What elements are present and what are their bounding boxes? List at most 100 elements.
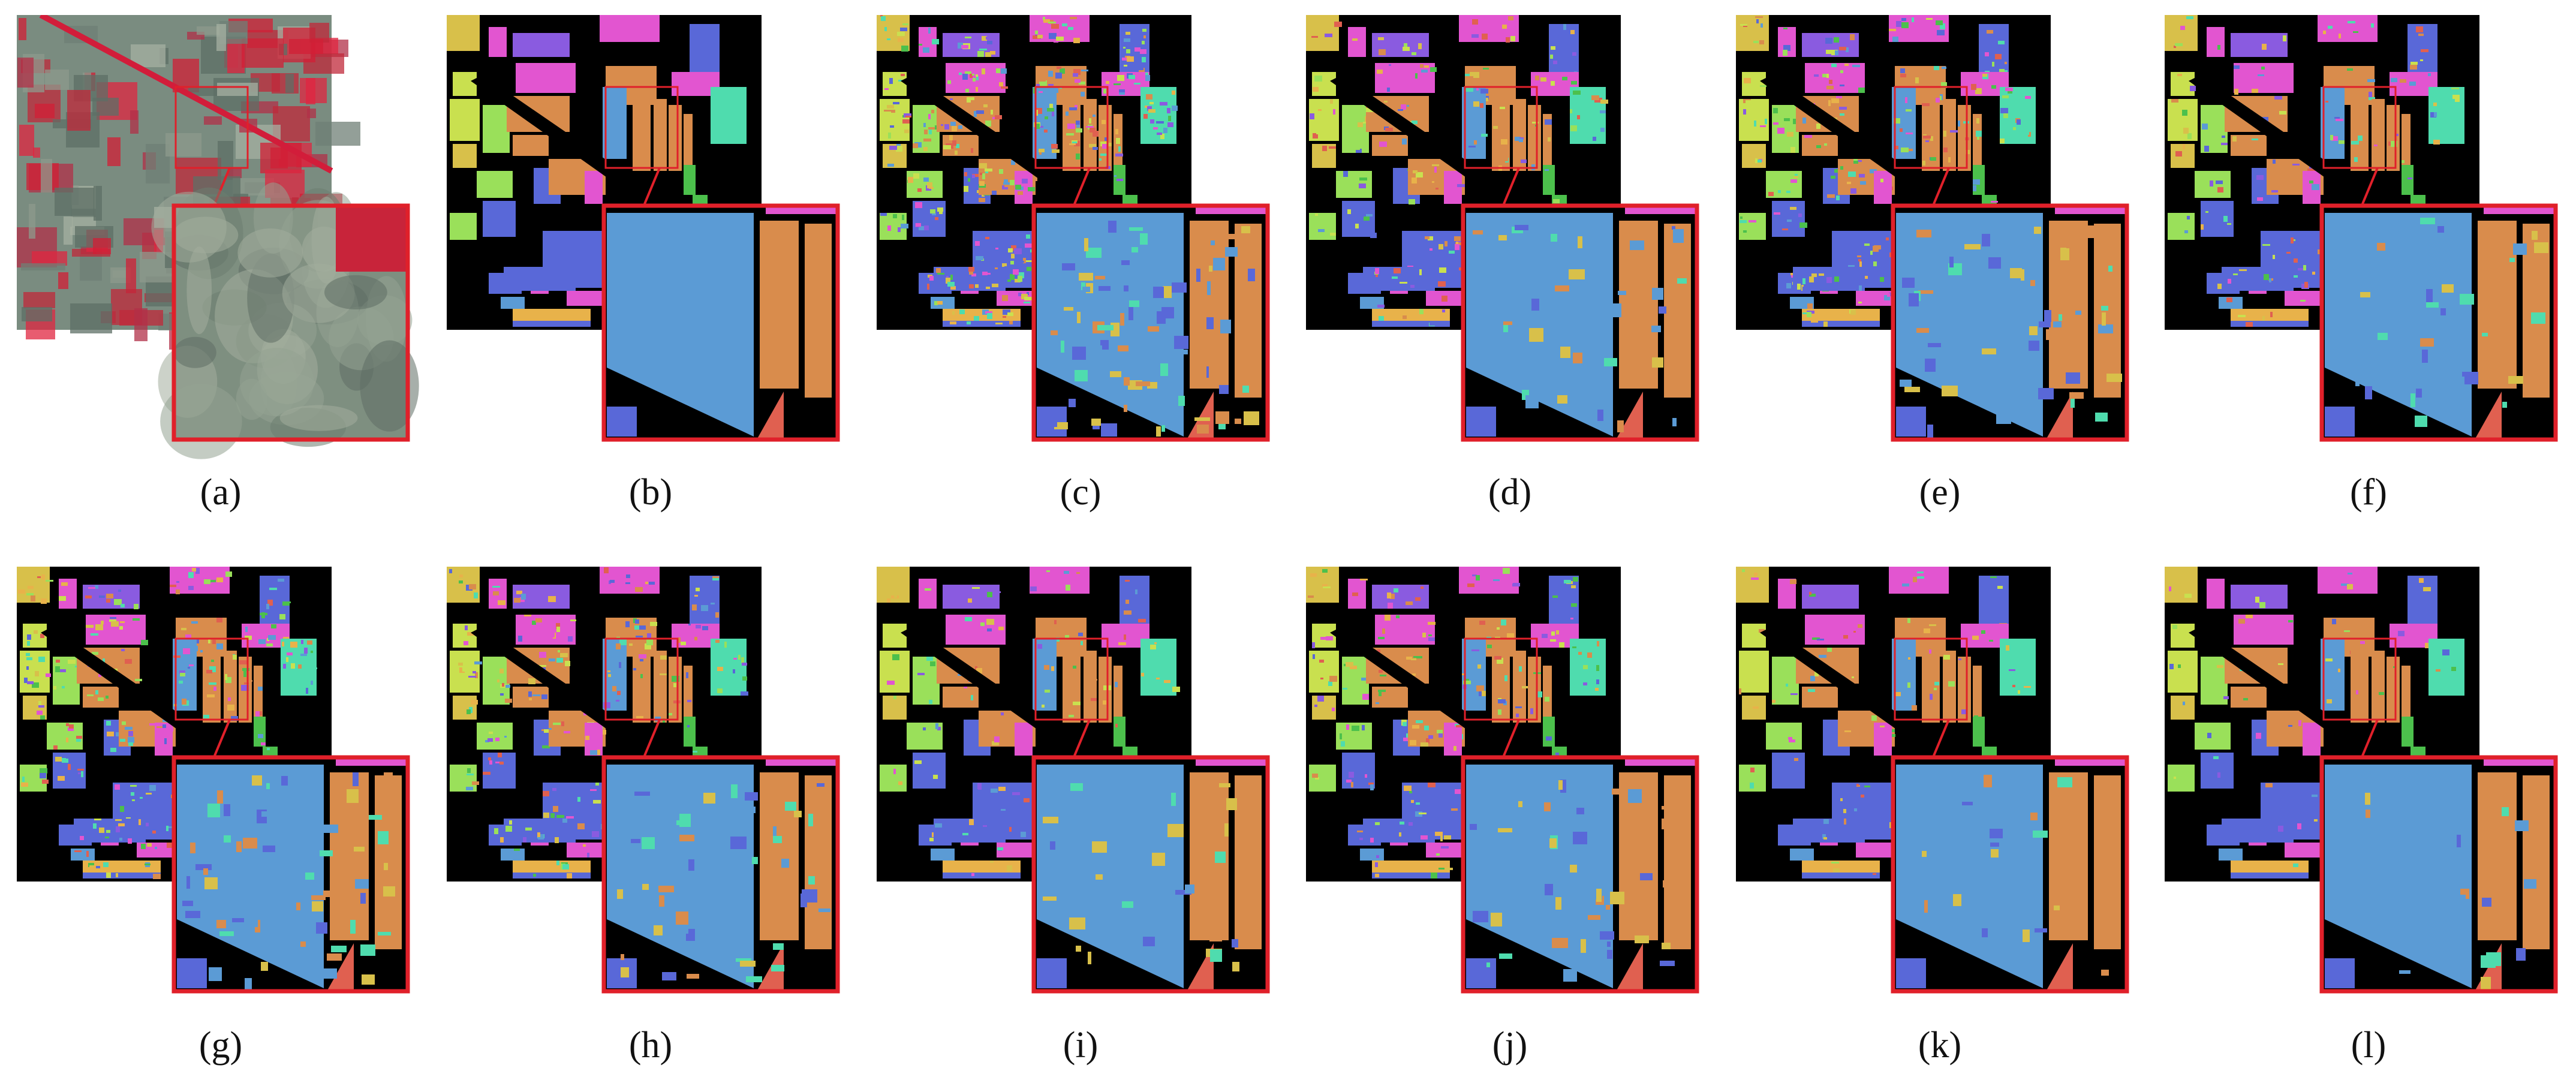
- misclassified-pixel: [983, 104, 988, 107]
- misclassified-pixel: [543, 813, 549, 818]
- misclassified-pixel: [1328, 681, 1332, 686]
- misclassified-pixel: [1473, 101, 1479, 107]
- misclassified-pixel: [982, 36, 987, 41]
- misclassified-pixel: [975, 284, 979, 288]
- field-patch: [270, 148, 288, 169]
- misclassified-pixel: [2262, 44, 2267, 50]
- misclassified-pixel: [1864, 786, 1870, 787]
- misclassified-pixel: [556, 815, 564, 818]
- misclassified-pixel: [967, 97, 974, 103]
- misclassified-pixel: [1001, 712, 1004, 715]
- misclassified-pixel: [712, 576, 719, 578]
- misclassified-pixel: [1754, 573, 1758, 576]
- misclassified-pixel: [1470, 824, 1477, 830]
- misclassified-pixel: [976, 74, 978, 77]
- misclassified-pixel: [608, 674, 611, 677]
- misclassified-pixel: [1871, 715, 1877, 721]
- misclassified-pixel: [196, 638, 199, 643]
- misclassified-pixel: [539, 652, 546, 658]
- misclassified-pixel: [449, 569, 452, 573]
- misclassified-pixel: [2078, 225, 2094, 238]
- misclassified-pixel: [1916, 230, 1931, 237]
- misclassified-pixel: [110, 698, 112, 700]
- misclassified-pixel: [1560, 347, 1570, 358]
- misclassified-pixel: [213, 687, 216, 691]
- misclassified-pixel: [1519, 666, 1522, 672]
- misclassified-pixel: [32, 682, 39, 688]
- misclassified-pixel: [1014, 248, 1022, 254]
- misclassified-pixel: [1909, 293, 1919, 306]
- misclassified-pixel: [509, 820, 512, 825]
- misclassified-pixel: [1378, 37, 1384, 40]
- misclassified-pixel: [1550, 55, 1553, 59]
- misclassified-pixel: [1930, 136, 1933, 141]
- misclassified-pixel: [2010, 268, 2022, 278]
- misclassified-pixel: [1521, 160, 1527, 163]
- inset-class-region: [760, 772, 799, 940]
- class-region: [1444, 723, 1462, 756]
- misclassified-pixel: [1503, 568, 1510, 574]
- zoom-source-box: [2322, 637, 2397, 721]
- misclassified-pixel: [467, 768, 471, 773]
- misclassified-pixel: [1982, 234, 1990, 246]
- misclassified-pixel: [969, 284, 974, 288]
- misclassified-pixel: [176, 581, 179, 583]
- misclassified-pixel: [216, 577, 223, 582]
- misclassified-pixel: [2217, 45, 2220, 50]
- misclassified-pixel: [1359, 838, 1364, 840]
- inset-class-region: [757, 943, 784, 991]
- misclassified-pixel: [1145, 106, 1148, 108]
- misclassified-pixel: [1035, 31, 1038, 34]
- misclassified-pixel: [1042, 705, 1045, 708]
- misclassified-pixel: [1917, 571, 1924, 573]
- misclassified-pixel: [1406, 657, 1412, 660]
- misclassified-pixel: [1430, 67, 1437, 72]
- misclassified-pixel: [1928, 343, 1941, 347]
- misclassified-pixel: [1316, 133, 1324, 134]
- misclassified-pixel: [1209, 266, 1212, 272]
- misclassified-pixel: [884, 110, 891, 112]
- zoom-source-box: [174, 86, 249, 169]
- class-region: [711, 87, 747, 144]
- misclassified-pixel: [1545, 697, 1549, 702]
- misclassified-pixel: [1635, 935, 1649, 943]
- misclassified-pixel: [1377, 70, 1383, 74]
- misclassified-pixel: [2228, 279, 2231, 284]
- misclassified-pixel: [1572, 52, 1576, 56]
- inset-frame: [2319, 755, 2558, 994]
- misclassified-pixel: [818, 908, 830, 912]
- misclassified-pixel: [1174, 336, 1188, 349]
- class-region: [2402, 165, 2414, 195]
- class-region: [513, 33, 570, 57]
- misclassified-pixel: [1398, 109, 1403, 111]
- misclassified-pixel: [78, 772, 81, 774]
- class-region: [1739, 651, 1769, 693]
- zoom-source-box: [1464, 86, 1538, 169]
- misclassified-pixel: [1783, 50, 1787, 56]
- misclassified-pixel: [2398, 905, 2412, 910]
- misclassified-pixel: [2238, 315, 2246, 317]
- misclassified-pixel: [929, 838, 935, 841]
- misclassified-pixel: [1861, 795, 1864, 798]
- misclassified-pixel: [2013, 127, 2016, 130]
- misclassified-pixel: [1379, 49, 1386, 55]
- misclassified-pixel: [1992, 62, 1994, 67]
- road-mask: [471, 75, 627, 183]
- misclassified-pixel: [1359, 183, 1366, 188]
- misclassified-pixel: [1846, 47, 1849, 52]
- misclassified-pixel: [2059, 314, 2062, 321]
- classification-map: [1736, 15, 2129, 442]
- misclassified-pixel: [2255, 597, 2259, 603]
- misclassified-pixel: [514, 598, 520, 603]
- misclassified-pixel: [1465, 87, 1473, 92]
- class-region: [1372, 321, 1450, 327]
- misclassified-pixel: [86, 625, 94, 628]
- inset-class-region: [2325, 958, 2355, 988]
- misclassified-pixel: [1149, 102, 1154, 104]
- misclassified-pixel: [1907, 149, 1913, 151]
- misclassified-pixel: [1883, 174, 1891, 177]
- misclassified-pixel: [985, 121, 991, 127]
- misclassified-pixel: [1445, 241, 1448, 246]
- misclassified-pixel: [1378, 690, 1386, 692]
- misclassified-pixel: [1030, 586, 1037, 591]
